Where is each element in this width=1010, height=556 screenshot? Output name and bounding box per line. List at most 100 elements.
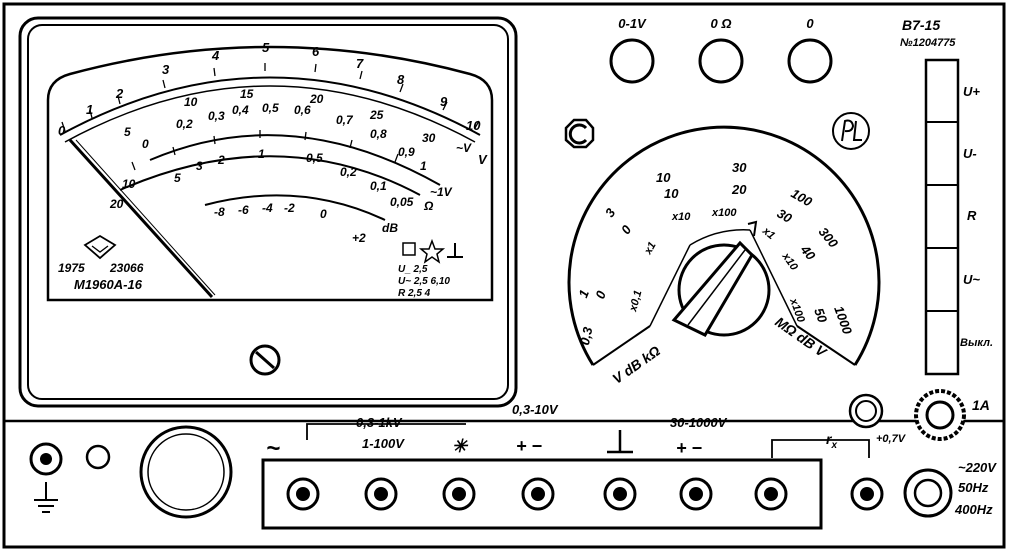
fuse-holder[interactable] [914, 389, 966, 441]
power-knob[interactable] [139, 425, 233, 519]
jack-dc-high[interactable] [679, 477, 713, 511]
mode-button-off[interactable]: Выкл. [960, 337, 993, 349]
scale-label: 15 [240, 87, 254, 101]
meter-spec: U~ 2,5 6,10 [398, 276, 450, 287]
ground-terminal[interactable] [29, 442, 63, 476]
scale-label: 10 [122, 177, 136, 191]
dial-label: 0,3 [577, 325, 596, 347]
class-symbols-icon [402, 238, 463, 264]
polarity-2: + − [676, 438, 703, 458]
scale-label: 1 [86, 102, 93, 117]
scale-label: 8 [397, 72, 405, 87]
scale-label: 10 [184, 95, 198, 109]
input-jacks [286, 477, 884, 511]
scale-label: 20 [109, 197, 124, 211]
mode-button-r[interactable]: R [967, 208, 977, 223]
dial-label: x100 [711, 207, 737, 219]
scale-label: -8 [214, 205, 225, 219]
rx-label: rx [826, 431, 837, 451]
zero-1v-label: 0-1V [618, 16, 647, 31]
scale-label: 4 [211, 48, 220, 63]
jack-hv[interactable] [364, 477, 398, 511]
jack-ground[interactable] [603, 477, 637, 511]
scale-label: 0,05 [390, 195, 414, 209]
zero-ohm-button[interactable] [698, 38, 744, 84]
dial-label: 40 [797, 242, 819, 264]
jack-dc-low[interactable] [521, 477, 555, 511]
mode-button-u-ac[interactable]: U~ [963, 272, 980, 287]
dial-label: 3 [602, 205, 619, 220]
scale-label: 1 [258, 147, 265, 161]
scale-label: 20 [309, 92, 324, 106]
dial-label: 100 [789, 186, 816, 210]
indicator-lamp [85, 444, 111, 470]
dial-label: 1 [575, 288, 592, 300]
dial-label: 10 [664, 186, 679, 201]
mode-button-u-minus[interactable]: U- [963, 146, 977, 161]
scale-label: 1 [420, 159, 427, 173]
scale-label: 0,5 [262, 101, 279, 115]
scale-arc-2 [149, 134, 441, 186]
scale-label: 5 [124, 125, 131, 139]
device-model: В7-15 [902, 17, 940, 33]
scale-label: Ω [423, 199, 434, 213]
zero-1v-button[interactable] [609, 38, 655, 84]
range-dial[interactable] [567, 125, 881, 366]
offset-jack[interactable] [848, 393, 884, 429]
scale-label: 10 [466, 118, 481, 133]
scale-label: 30 [422, 131, 436, 145]
scale-label: 6 [312, 44, 320, 59]
dial-label: 300 [816, 224, 842, 251]
meter-spec: U_ 2,5 [398, 264, 428, 275]
scale-label: dB [382, 221, 398, 235]
scale-label: 0,2 [340, 165, 357, 179]
scale-label: 0 [58, 123, 66, 138]
star-symbol: ✳ [452, 436, 469, 456]
scale-label: -2 [284, 201, 295, 215]
scale-label: 0 [142, 137, 149, 151]
power-freq-1: 50Hz [958, 480, 989, 495]
manufacturer-logo-icon [564, 118, 595, 149]
meter-window [18, 16, 518, 408]
dial-label: 30 [732, 160, 747, 175]
meter-needle [68, 138, 214, 299]
scale-label: ~1V [430, 185, 453, 199]
zero-buttons [609, 38, 833, 84]
scale-label: 2 [217, 153, 225, 167]
scale-label: 0,4 [232, 103, 249, 117]
scale-label: 5 [174, 171, 181, 185]
zero-button[interactable] [787, 38, 833, 84]
scale-arc-db [204, 194, 386, 221]
zero-label: 0 [806, 16, 814, 31]
quality-mark-icon [83, 234, 117, 260]
polarity-1: + − [516, 436, 543, 456]
jack-common-star[interactable] [442, 477, 476, 511]
scale-label: V [478, 152, 488, 167]
power-socket[interactable] [903, 468, 953, 518]
factory-logo-icon [832, 112, 870, 150]
scale-label: 2 [115, 86, 124, 101]
scale-label: 0,1 [370, 179, 387, 193]
mode-button-u-plus[interactable]: U+ [963, 84, 980, 99]
dial-label: x0,1 [627, 289, 644, 314]
scale-arc-3 [119, 155, 421, 196]
range-lo-label: 0,3-10V [512, 402, 559, 417]
scale-label: -4 [262, 201, 273, 215]
range-hi-label: 0,3-1kV [356, 415, 403, 430]
scale-label: 0,8 [370, 127, 387, 141]
jack-rx-2[interactable] [850, 477, 884, 511]
meter-scale-plate [46, 45, 494, 302]
jack-ac[interactable] [286, 477, 320, 511]
offset-label: +0,7V [876, 433, 907, 445]
dial-label: 1000 [831, 304, 855, 337]
jack-rx-1[interactable] [754, 477, 788, 511]
dial-label: x1 [759, 224, 777, 242]
dial-label: 20 [731, 182, 747, 197]
scale-label: ~V [456, 141, 472, 155]
ac-symbol: ~ [266, 435, 280, 462]
scale-label: +2 [352, 231, 366, 245]
meter-serial: 23066 [109, 261, 144, 275]
zero-adjust-screw[interactable] [249, 344, 281, 376]
scale-label: 25 [369, 108, 384, 122]
